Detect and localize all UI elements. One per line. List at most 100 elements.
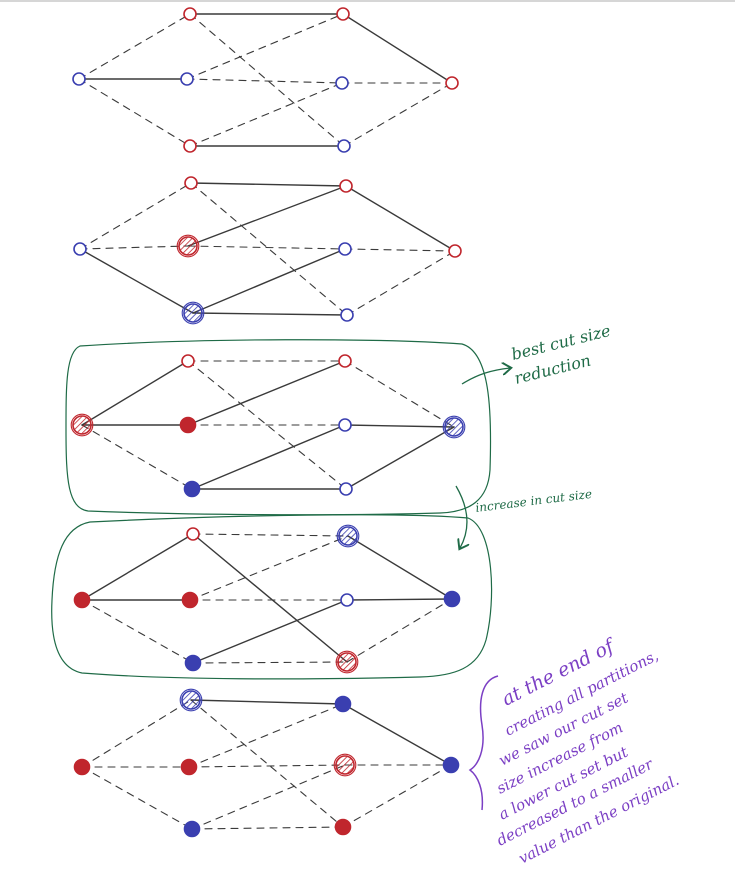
node-c-red: [180, 758, 198, 776]
node-a-highlight-ring: [70, 413, 94, 437]
top-edge: [0, 0, 735, 2]
node-e-red: [336, 7, 350, 21]
edge-c-f-dashed: [186, 78, 343, 84]
edge-a-b-solid: [81, 533, 194, 601]
node-e-highlight-ring: [336, 524, 360, 548]
node-g-red: [337, 652, 357, 672]
edge-a-b-dashed: [79, 182, 192, 250]
node-d-red: [183, 139, 197, 153]
node-d-blue: [184, 654, 202, 672]
node-b-red: [183, 7, 197, 21]
edge-d-f-solid: [191, 424, 346, 490]
node-b-red: [181, 354, 195, 368]
edge-c-e-dashed: [188, 703, 344, 768]
node-a-red: [73, 758, 91, 776]
increase-arrow: [455, 485, 467, 548]
edge-d-f-dashed: [191, 764, 346, 830]
edge-b-g-dashed: [187, 360, 347, 490]
edge-b-e-solid: [190, 699, 344, 705]
node-h-red: [448, 244, 462, 258]
graph-1: [72, 7, 459, 153]
graph-3: [70, 354, 466, 498]
edge-d-f-solid: [192, 248, 346, 314]
node-c-red: [178, 236, 198, 256]
node-h-red: [445, 76, 459, 90]
node-d-blue: [183, 820, 201, 838]
edge-e-h-solid: [347, 535, 453, 600]
node-d-blue: [183, 303, 203, 323]
edge-a-d-dashed: [81, 424, 193, 490]
edge-c-e-dashed: [186, 13, 344, 80]
node-a-red: [72, 415, 92, 435]
edge-e-h-solid: [342, 13, 453, 84]
edge-f-h-solid: [344, 424, 455, 428]
edge-a-b-dashed: [78, 13, 191, 80]
node-f-highlight-ring: [333, 753, 357, 777]
edge-c-f-dashed: [187, 245, 346, 250]
node-h-blue: [442, 756, 460, 774]
node-b-highlight-ring: [179, 688, 203, 712]
node-g-highlight-ring: [335, 650, 359, 674]
node-b-red: [186, 527, 200, 541]
node-f-blue: [338, 418, 352, 432]
node-f-blue: [340, 593, 354, 607]
node-c-blue: [180, 72, 194, 86]
node-c-red: [181, 591, 199, 609]
edge-f-h-dashed: [344, 248, 456, 252]
group-outline-3: [65, 339, 492, 516]
node-g-blue: [340, 308, 354, 322]
node-d-highlight-ring: [181, 301, 205, 325]
edge-b-e-dashed: [192, 533, 349, 537]
node-a-blue: [72, 72, 86, 86]
node-a-red: [73, 591, 91, 609]
node-f-blue: [335, 76, 349, 90]
edge-g-h-dashed: [342, 764, 452, 828]
increase-label: increase in cut size: [475, 487, 593, 515]
conclusion-brace: [468, 675, 499, 811]
edge-d-g-solid: [192, 312, 348, 316]
node-b-red: [184, 176, 198, 190]
edge-c-e-solid: [187, 185, 347, 247]
edge-a-d-dashed: [81, 766, 193, 830]
node-f-blue: [338, 242, 352, 256]
edge-b-e-solid: [190, 182, 347, 187]
node-c-highlight-ring: [176, 234, 200, 258]
edge-f-h-solid: [346, 598, 453, 601]
node-e-red: [338, 354, 352, 368]
node-g-blue: [337, 139, 351, 153]
edge-a-d-solid: [79, 248, 194, 314]
edge-b-g-dashed: [190, 699, 344, 828]
edge-b-g-dashed: [189, 13, 345, 147]
graph-4: [73, 524, 461, 674]
node-c-red: [179, 416, 197, 434]
edge-a-b-solid: [81, 360, 189, 426]
node-h-blue: [443, 590, 461, 608]
node-e-blue: [334, 695, 352, 713]
node-e-blue: [338, 526, 358, 546]
edge-d-g-dashed: [192, 661, 348, 664]
edge-g-h-dashed: [346, 250, 456, 316]
edge-e-h-dashed: [344, 360, 455, 428]
edge-b-g-solid: [192, 533, 348, 663]
edge-g-h-dashed: [346, 598, 453, 663]
edge-a-b-dashed: [81, 699, 192, 768]
edge-d-g-dashed: [191, 826, 344, 830]
node-e-red: [339, 179, 353, 193]
edge-b-g-dashed: [190, 182, 348, 316]
edge-d-f-dashed: [189, 82, 343, 147]
edge-a-d-dashed: [78, 78, 191, 147]
node-g-red: [334, 818, 352, 836]
graphs-layer: [70, 7, 466, 838]
node-b-blue: [181, 690, 201, 710]
edge-e-h-solid: [345, 185, 456, 252]
edge-g-h-dashed: [343, 82, 453, 147]
edge-e-h-solid: [342, 703, 452, 766]
edge-c-e-solid: [187, 360, 346, 426]
node-h-highlight-ring: [442, 415, 466, 439]
edge-d-f-solid: [192, 599, 348, 664]
graph-2: [73, 176, 462, 325]
node-g-blue: [339, 482, 353, 496]
edge-a-c-dashed: [79, 245, 189, 250]
